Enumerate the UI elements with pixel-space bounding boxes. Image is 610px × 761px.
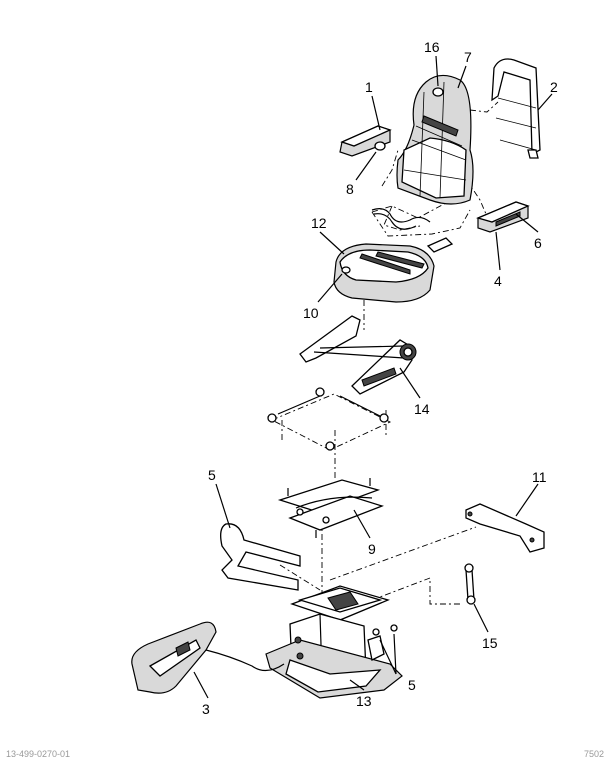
figure-id: 13-499-0270-01 <box>6 749 71 759</box>
callout-5-second: 5 <box>408 677 416 693</box>
callout-1: 1 <box>365 79 373 95</box>
callout-15: 15 <box>482 635 498 651</box>
side-control-panel <box>131 621 285 694</box>
callout-2: 2 <box>550 79 558 95</box>
headrest-button <box>432 87 444 97</box>
callout-4: 4 <box>494 273 502 289</box>
callout-5: 5 <box>208 467 216 483</box>
seat-wiring <box>371 208 454 253</box>
slide-rail-plate <box>267 387 392 451</box>
callout-13: 13 <box>356 693 372 709</box>
callout-10: 10 <box>303 305 319 321</box>
right-armrest <box>476 201 530 233</box>
callout-9: 9 <box>368 541 376 557</box>
mount-bracket <box>465 503 545 553</box>
callout-11: 11 <box>532 469 547 485</box>
link-rod <box>464 563 476 605</box>
seat-frame <box>299 315 417 395</box>
callout-16: 16 <box>424 39 440 55</box>
left-armrest <box>339 125 392 157</box>
callout-6: 6 <box>534 235 542 251</box>
pedestal-base <box>265 585 403 699</box>
callout-14: 14 <box>414 401 430 417</box>
support-bar <box>220 523 301 591</box>
track-assembly <box>277 478 384 538</box>
seat-back <box>396 74 474 205</box>
callout-12: 12 <box>311 215 327 231</box>
page-code: 7502 <box>583 749 604 759</box>
cushion-button <box>341 266 351 274</box>
callout-7: 7 <box>464 49 472 65</box>
seat-cushion <box>333 243 435 303</box>
callout-labels: 1 2 3 4 5 6 7 8 9 10 11 12 13 14 15 16 5 <box>202 39 558 717</box>
leader-lines <box>193 55 553 699</box>
callout-3: 3 <box>202 701 210 717</box>
rear-panel-frame <box>491 58 541 159</box>
callout-8: 8 <box>346 181 354 197</box>
